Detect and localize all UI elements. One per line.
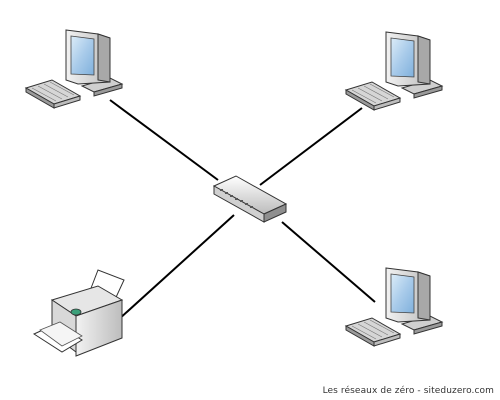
desktop-computer-icon (345, 31, 443, 111)
link-pc-top-right (259, 107, 363, 186)
computer-top-right (345, 31, 443, 111)
computer-bottom-right (345, 267, 443, 347)
link-pc-top-left (109, 99, 219, 181)
link-pc-bottom-right (281, 221, 376, 303)
credit-text: Les réseaux de zéro - siteduzero.com (322, 386, 494, 396)
desktop-computer-icon (345, 267, 443, 347)
network-switch (212, 175, 288, 223)
link-printer (117, 214, 235, 321)
desktop-computer-icon (25, 29, 123, 109)
computer-top-left (25, 29, 123, 109)
printer-icon (32, 269, 125, 357)
network-switch-icon (212, 175, 288, 223)
printer (32, 269, 125, 357)
network-links (109, 99, 376, 321)
